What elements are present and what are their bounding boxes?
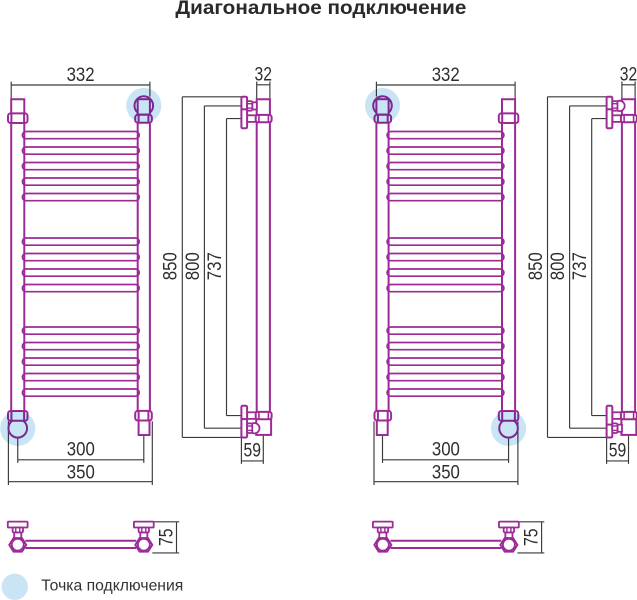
- svg-text:350: 350: [432, 462, 460, 484]
- svg-text:332: 332: [432, 64, 460, 86]
- svg-text:Точка подключения: Точка подключения: [41, 577, 183, 594]
- svg-text:332: 332: [67, 64, 95, 86]
- svg-text:300: 300: [67, 438, 95, 460]
- svg-text:300: 300: [432, 438, 460, 460]
- svg-text:Диагональное подключение: Диагональное подключение: [175, 0, 466, 19]
- svg-text:350: 350: [67, 462, 95, 484]
